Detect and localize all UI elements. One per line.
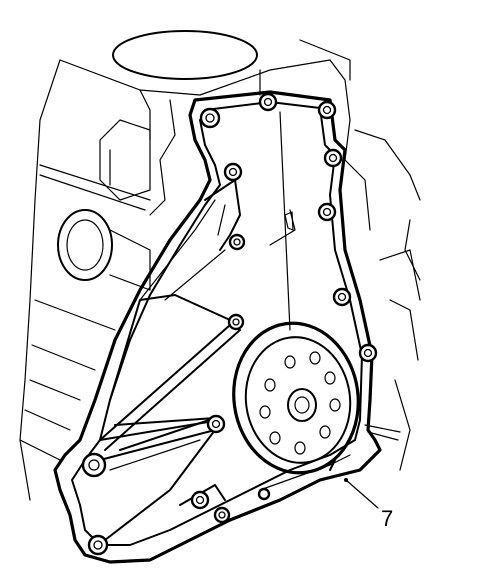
bolt bbox=[358, 343, 378, 363]
crankshaft-seal bbox=[232, 321, 360, 475]
callout-leader-line bbox=[345, 479, 379, 509]
bolt bbox=[190, 490, 210, 510]
bolt bbox=[87, 534, 109, 556]
bolt bbox=[332, 287, 352, 307]
bolt bbox=[227, 313, 245, 331]
bolt bbox=[199, 107, 221, 129]
engine-block bbox=[19, 30, 421, 501]
bolt bbox=[317, 202, 337, 222]
bolt bbox=[213, 506, 231, 524]
bolt bbox=[81, 452, 107, 478]
bolt bbox=[206, 414, 226, 434]
callout-point bbox=[344, 478, 348, 482]
bolt bbox=[317, 100, 337, 120]
bolt bbox=[223, 162, 243, 182]
bolt bbox=[228, 233, 246, 251]
bolt bbox=[323, 148, 343, 168]
bolt bbox=[257, 487, 271, 501]
bolt bbox=[258, 92, 278, 112]
bolts bbox=[81, 92, 378, 556]
callout-label-7: 7 bbox=[381, 506, 394, 531]
